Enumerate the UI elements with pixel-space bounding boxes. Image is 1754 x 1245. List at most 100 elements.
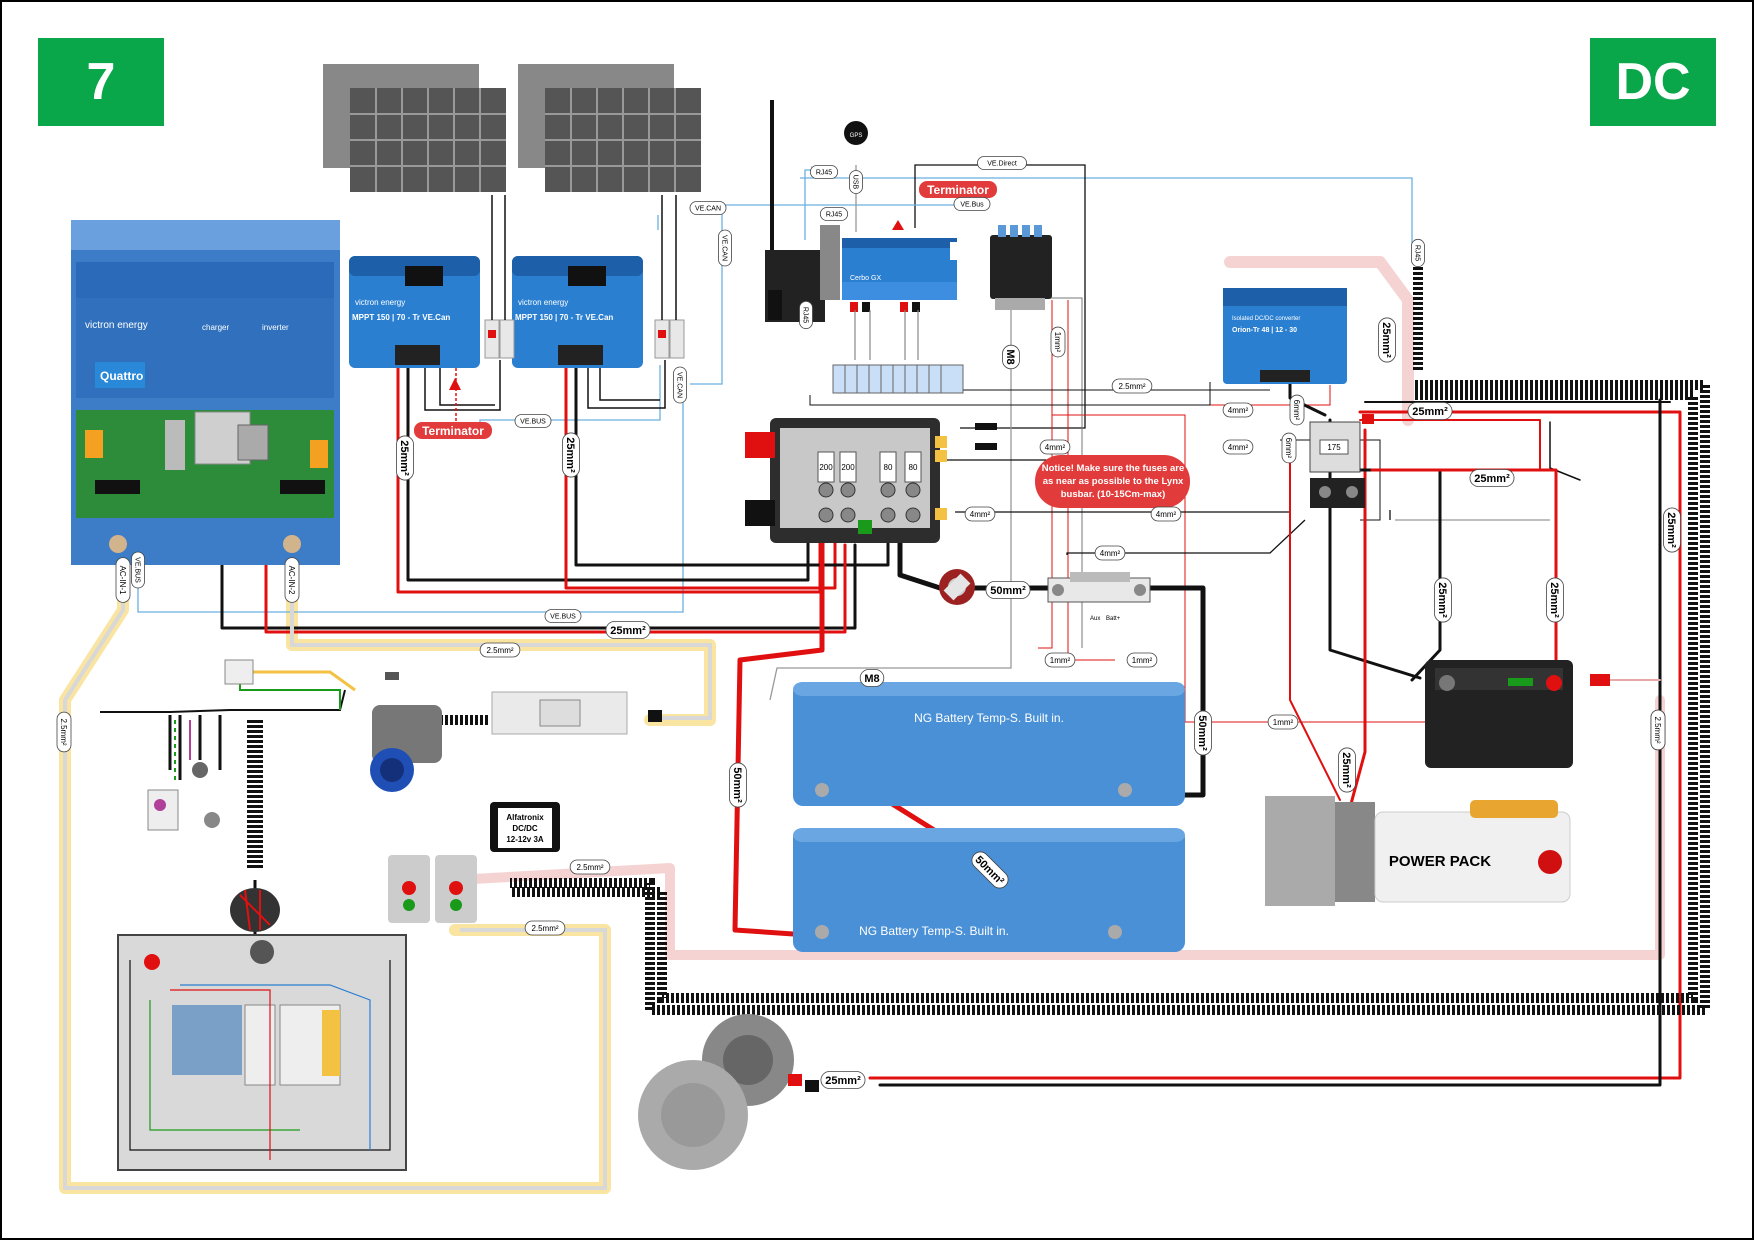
wire-label-text: 1mm² <box>1132 656 1153 665</box>
wire-label-text: 25mm² <box>610 625 646 637</box>
lynx-fuse-1: 200 <box>819 463 833 472</box>
wire-label-text: 25mm² <box>825 1075 861 1087</box>
wire-label-vebus-b: VE.BUS <box>544 609 582 623</box>
wire-label-mm4-d: 4mm² <box>964 506 996 522</box>
wire-label-vecan-b: VE.CAN <box>718 229 732 267</box>
wire-label-text: 4mm² <box>1156 510 1177 519</box>
wire-label-text: RJ45 <box>1413 245 1420 261</box>
cerbo-gx: Cerbo GX <box>842 238 960 312</box>
wire-label-text: 4mm² <box>1228 443 1249 452</box>
wire-label-mm25-d: 25mm² <box>1407 402 1453 420</box>
wire-label-text: 50mm² <box>1196 715 1208 751</box>
wire-label-mm4-a: 4mm² <box>1039 439 1071 455</box>
alfatronix-line1: Alfatronix <box>506 813 544 822</box>
wire-label-text: 2.5mm² <box>531 924 558 933</box>
wire-label-rj45-c: RJ45 <box>799 300 813 330</box>
lynx-fuse-4: 80 <box>909 463 918 472</box>
wire-label-mm25s-c: 2.5mm² <box>56 711 72 753</box>
wire-label-text: 2.5mm² <box>576 863 603 872</box>
fuse-175-label: 175 <box>1327 443 1341 452</box>
wire-label-text: 25mm² <box>1474 473 1510 485</box>
wire-label-mm25s-e: 2.5mm² <box>569 859 611 875</box>
solar-panel-group-right <box>518 64 701 192</box>
wire-label-text: 25mm² <box>1436 582 1448 618</box>
wire-label-text: RJ45 <box>801 307 808 323</box>
wire-label-mm25s-g: 2.5mm² <box>1650 709 1666 751</box>
wire-label-mm6-b: 6mm² <box>1281 432 1297 464</box>
wire-label-text: 6mm² <box>1284 438 1293 459</box>
wire-label-usb: USB <box>849 170 863 194</box>
section-text: DC <box>1615 53 1690 111</box>
wire-label-mm25-b: 25mm² <box>562 432 580 478</box>
wire-label-text: 4mm² <box>970 510 991 519</box>
mppt-controller-2: victron energy MPPT 150 | 70 - Tr VE.Can <box>512 256 643 368</box>
battery-1-label: NG Battery Temp-S. Built in. <box>914 711 1064 725</box>
wire-labels: 25mm² 25mm² 25mm² 25mm² 25mm² 25mm² 25mm² 25mm²… <box>56 156 1681 1089</box>
alfatronix-line3: 12-12v 3A <box>506 835 544 844</box>
cable-conduit <box>247 262 1710 1015</box>
wire-label-text: 1mm² <box>1273 718 1294 727</box>
wire-label-mm25-a: 25mm² <box>396 435 414 481</box>
page-number-badge: 7 <box>38 38 164 126</box>
wire-label-vecan-c: VE.CAN <box>673 366 687 404</box>
quattro-inverter: victron energy Quattro charger inverter <box>71 220 340 565</box>
wire-label-text: 4mm² <box>1045 443 1066 452</box>
wire-label-text: 6mm² <box>1292 400 1301 421</box>
wire-label-text: VE.BUS <box>550 614 576 621</box>
orion-title: Isolated DC/DC converter <box>1232 316 1300 322</box>
lynx-fuse-3: 80 <box>884 463 893 472</box>
wire-label-mm1-c: 1mm² <box>1126 652 1158 668</box>
wire-label-text: USB <box>851 175 858 190</box>
power-pack: POWER PACK <box>1265 796 1571 906</box>
wire-label-rj45-d: RJ45 <box>1411 238 1425 268</box>
ac-breaker-box <box>491 691 662 735</box>
shunt: Aux Batt+ <box>1047 572 1151 622</box>
wire-label-acin1: AC-IN-1 <box>115 557 131 603</box>
wire-label-text: AC-IN-1 <box>118 566 127 595</box>
wire-label-mm25s-a: 2.5mm² <box>1111 378 1153 394</box>
wire-label-mm25-h: 25mm² <box>1546 577 1564 623</box>
wire-label-text: AC-IN-2 <box>287 566 296 595</box>
wire-label-text: 1mm² <box>1053 332 1062 353</box>
lynx-distributor: 200 200 80 80 <box>745 418 997 543</box>
wire-label-text: RJ45 <box>816 170 832 177</box>
terminator-bottom-text: Terminator <box>422 424 484 438</box>
power-pack-label: POWER PACK <box>1389 853 1491 870</box>
wire-label-mm50-b: 50mm² <box>729 762 747 808</box>
wire-label-text: RJ45 <box>826 212 842 219</box>
wire-label-text: 4mm² <box>1100 549 1121 558</box>
mppt-pv-wires <box>424 360 666 422</box>
wire-label-text: 2.5mm² <box>486 646 513 655</box>
gps-label: GPS <box>850 133 863 139</box>
wire-label-text: VE.Bus <box>960 202 984 209</box>
wire-label-text: 50mm² <box>731 767 743 803</box>
wire-label-mm50-a: 50mm² <box>985 581 1031 599</box>
wire-label-text: 25mm² <box>1412 406 1448 418</box>
ac-distribution-panel <box>117 934 407 1171</box>
wire-label-mm25-j: 25mm² <box>1338 747 1356 793</box>
cable-gland <box>230 888 280 932</box>
wire-label-vecan-a: VE.CAN <box>689 201 727 215</box>
wire-label-mm25-c: 25mm² <box>605 621 651 639</box>
page-number-text: 7 <box>87 53 116 111</box>
wire-label-mm4-e: 4mm² <box>1150 506 1182 522</box>
wire-label-text: VE.CAN <box>695 206 721 213</box>
wire-label-text: VE.CAN <box>675 372 682 398</box>
gps-antenna <box>844 121 868 145</box>
wire-label-vebus-top: VE.Bus <box>953 197 991 211</box>
ac-junction <box>224 659 399 685</box>
wire-label-mm4-f: 4mm² <box>1094 545 1126 561</box>
battery-switch <box>939 569 975 605</box>
wire-label-m8-b: M8 <box>859 669 885 687</box>
alfatronix-line2: DC/DC <box>512 824 538 833</box>
wire-label-mm4-c: 4mm² <box>1222 402 1254 418</box>
ve-can-interface <box>990 225 1052 310</box>
wire-label-text: VE.BUS <box>520 419 546 426</box>
terminator-top-label: Terminator <box>892 181 997 230</box>
fuse-block-175: 175 <box>1309 414 1374 508</box>
pv-breakers <box>484 195 685 359</box>
cerbo-label: Cerbo GX <box>850 275 881 282</box>
wire-label-vedirect: VE.Direct <box>977 156 1027 170</box>
